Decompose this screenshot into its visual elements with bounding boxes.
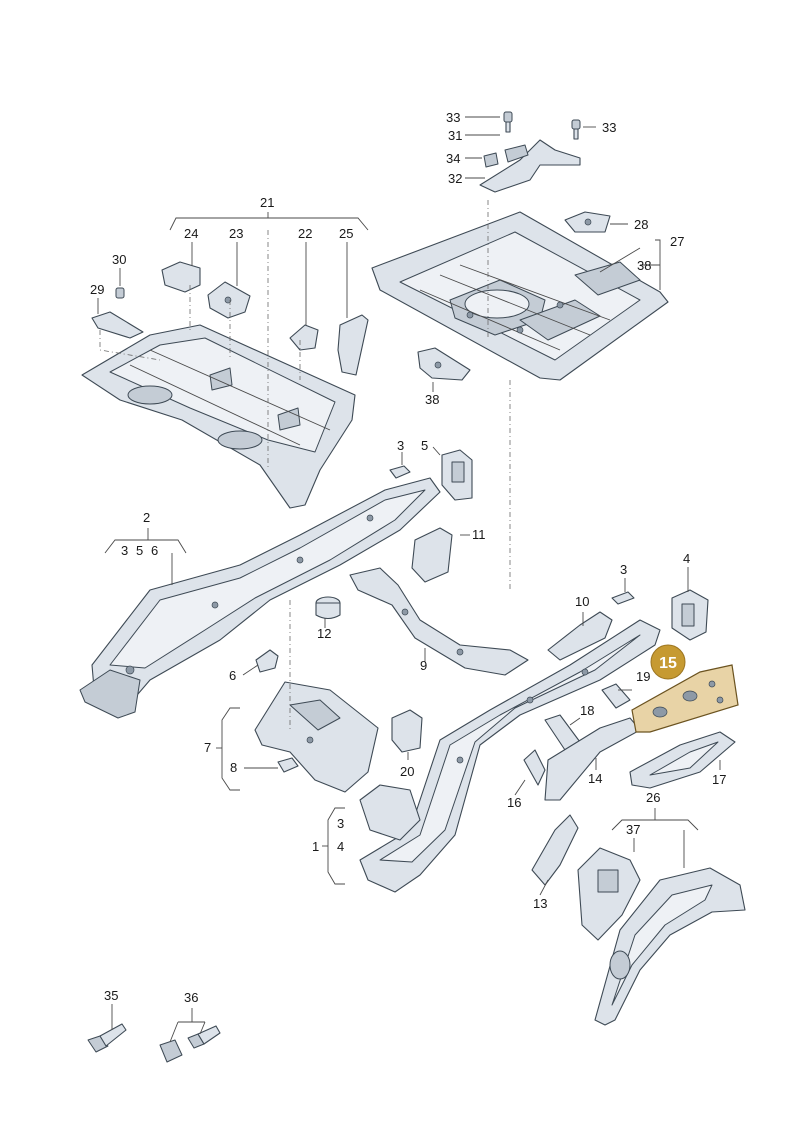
callout-23: 23	[229, 226, 243, 241]
callout-3a: 3	[397, 438, 404, 453]
bracket-32[interactable]	[479, 139, 581, 193]
bolt-30[interactable]	[115, 287, 125, 299]
nut-34[interactable]	[483, 152, 499, 168]
callout-16: 16	[507, 795, 521, 810]
mount-20[interactable]	[391, 709, 423, 753]
side-member-2[interactable]	[79, 477, 441, 719]
callout-32: 32	[448, 171, 462, 186]
panel-7[interactable]	[254, 681, 379, 793]
bracket-28[interactable]	[564, 211, 611, 233]
callout-29: 29	[90, 282, 104, 297]
bracket-3-lower[interactable]	[359, 784, 421, 841]
bracket-13[interactable]	[531, 814, 579, 886]
callout-27: 27	[670, 234, 684, 249]
callout-13: 13	[533, 896, 547, 911]
callout-3b: 3	[121, 543, 128, 558]
callout-4: 4	[683, 551, 690, 566]
callout-1: 1	[312, 839, 319, 854]
callout-2: 2	[143, 510, 150, 525]
callout-7: 7	[204, 740, 211, 755]
callout-38a: 38	[637, 258, 651, 273]
callout-26: 26	[646, 790, 660, 805]
wheelhouse-26[interactable]	[594, 867, 746, 1026]
callout-4b: 4	[337, 839, 344, 854]
callout-17: 17	[712, 772, 726, 787]
reinforcement-14[interactable]	[544, 717, 641, 801]
front-floor-panel[interactable]	[81, 324, 356, 509]
callout-38b: 38	[425, 392, 439, 407]
callout-33a: 33	[446, 110, 460, 125]
callout-3c: 3	[620, 562, 627, 577]
bolt-36[interactable]	[187, 1025, 221, 1049]
bracket-23[interactable]	[207, 281, 251, 319]
reinforcement-25[interactable]	[337, 314, 369, 376]
rear-floor-panel[interactable]	[371, 211, 669, 381]
callout-11: 11	[472, 527, 486, 542]
callout-19: 19	[636, 669, 650, 684]
callout-14: 14	[588, 771, 602, 786]
bush-12[interactable]	[315, 596, 341, 620]
bracket-19[interactable]	[601, 683, 631, 709]
callout-28: 28	[634, 217, 648, 232]
clip-3-right[interactable]	[611, 591, 635, 605]
bracket-37[interactable]	[577, 847, 641, 941]
callout-34: 34	[446, 151, 460, 166]
bracket-4[interactable]	[671, 589, 709, 641]
bolt-33b[interactable]	[571, 119, 581, 140]
callout-3d: 3	[337, 816, 344, 831]
plate-29[interactable]	[91, 311, 144, 339]
bolt-33a[interactable]	[503, 111, 513, 133]
bracket-5[interactable]	[441, 449, 473, 501]
callout-18: 18	[580, 703, 594, 718]
panel-17[interactable]	[629, 731, 736, 789]
bracket-16[interactable]	[523, 749, 546, 786]
bracket-24[interactable]	[161, 261, 201, 293]
bracket-11[interactable]	[411, 527, 453, 583]
callout-5: 5	[421, 438, 428, 453]
callout-21: 21	[260, 195, 274, 210]
callout-35: 35	[104, 988, 118, 1003]
callout-6b: 6	[151, 543, 158, 558]
callout-24: 24	[184, 226, 198, 241]
callout-36: 36	[184, 990, 198, 1005]
nut-36[interactable]	[159, 1039, 183, 1063]
callout-25: 25	[339, 226, 353, 241]
callout-22: 22	[298, 226, 312, 241]
bolt-35[interactable]	[87, 1023, 127, 1053]
callout-5b: 5	[136, 543, 143, 558]
cap-6[interactable]	[255, 649, 279, 673]
bracket-22[interactable]	[289, 324, 319, 351]
clip-3-top[interactable]	[389, 465, 411, 479]
highlight-badge[interactable]: 15	[650, 644, 686, 680]
plate-15-highlighted[interactable]	[631, 664, 739, 733]
callout-37: 37	[626, 822, 640, 837]
callout-9: 9	[420, 658, 427, 673]
callout-31: 31	[448, 128, 462, 143]
callout-12: 12	[317, 626, 331, 641]
callout-33b: 33	[602, 120, 616, 135]
callout-6: 6	[229, 668, 236, 683]
bracket-38[interactable]	[417, 347, 471, 381]
clip-8[interactable]	[277, 757, 299, 773]
side-member-1[interactable]	[359, 619, 661, 893]
highlight-badge-label: 15	[659, 655, 677, 672]
callout-20: 20	[400, 764, 414, 779]
bracket-10[interactable]	[547, 611, 613, 661]
callout-30: 30	[112, 252, 126, 267]
callout-8: 8	[230, 760, 237, 775]
crossmember-9[interactable]	[349, 567, 529, 676]
callout-10: 10	[575, 594, 589, 609]
